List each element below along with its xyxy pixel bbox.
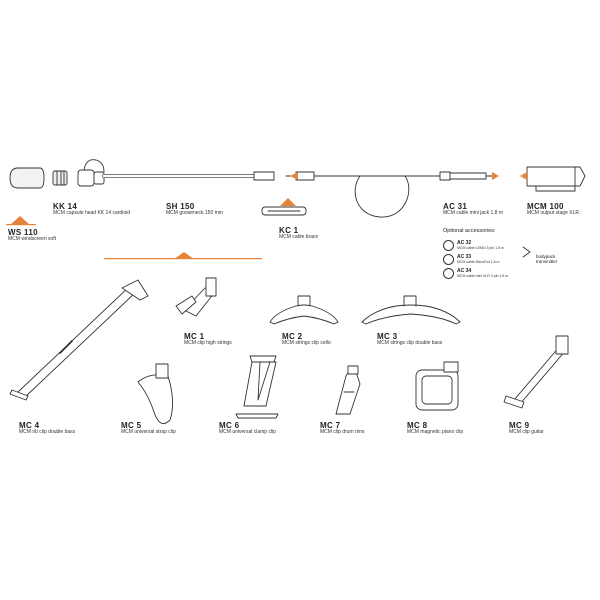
product-code: MC 1 <box>184 332 205 341</box>
bodypack-label: bodypack transmitter <box>536 254 557 265</box>
mc5-drawing <box>137 363 173 425</box>
mc4-drawing <box>9 279 149 401</box>
bodypack-line: transmitter <box>536 259 558 265</box>
connector-icon <box>443 268 454 279</box>
accessory-code: AC 34 <box>457 268 472 274</box>
accessory-code: AC 32 <box>457 240 472 246</box>
accessories-title: Optional accessories: <box>443 228 496 234</box>
cable-brace-drawing <box>261 206 307 216</box>
connector-icon <box>443 254 454 265</box>
product-desc: MCM output stage XLR <box>527 210 579 217</box>
product-code: MCM 100 <box>527 202 564 211</box>
mc1-drawing <box>175 277 217 317</box>
accessory-desc: MCM cable LEMO 3 pin 1.8 m <box>457 246 504 250</box>
product-code: KK 14 <box>53 202 78 211</box>
accessory-row: AC 32 MCM cable LEMO 3 pin 1.8 m <box>443 240 583 252</box>
product-desc: MCM universal clamp clip <box>219 429 276 436</box>
capsule-head-drawing <box>52 170 68 186</box>
optional-accessories: Optional accessories: AC 32 MCM cable LE… <box>443 228 593 279</box>
label-mc6: MC 6 MCM universal clamp clip <box>219 421 276 436</box>
accessory-row: AC 34 MCM cable mini XLR 4 pin 1.8 m <box>443 268 583 280</box>
product-desc: MCM clip drum rims <box>320 429 365 436</box>
label-mc1: MC 1 MCM clip high strings <box>184 332 232 347</box>
label-mc8: MC 8 MCM magnetic piano clip <box>407 421 463 436</box>
label-mc2: MC 2 MCM strings clip cello <box>282 332 331 347</box>
label-mc9: MC 9 MCM clip guitar <box>509 421 544 436</box>
label-mcm100: MCM 100 MCM output stage XLR <box>527 202 579 217</box>
product-code: MC 8 <box>407 421 428 430</box>
mc7-drawing <box>335 365 361 415</box>
product-desc: MCM universal strap clip <box>121 429 176 436</box>
product-code: AC 31 <box>443 202 468 211</box>
product-desc: MCM clip guitar <box>509 429 544 436</box>
label-kk14: KK 14 MCM capsule head KK 14 cardioid <box>53 202 130 217</box>
bodypack-drawing <box>522 246 531 258</box>
accessory-code: AC 33 <box>457 254 472 260</box>
mc2-drawing <box>269 295 339 325</box>
product-code: MC 5 <box>121 421 142 430</box>
product-desc: MCM clip high strings <box>184 340 232 347</box>
windscreen-drawing <box>9 167 45 189</box>
product-code: MC 7 <box>320 421 341 430</box>
accessory-desc: MCM cable MicroDot 1.8 m <box>457 260 500 264</box>
label-mc5: MC 5 MCM universal strap clip <box>121 421 176 436</box>
product-code: MC 9 <box>509 421 530 430</box>
label-mc4: MC 4 MCM rib clip double bass <box>19 421 75 436</box>
product-desc: MCM magnetic piano clip <box>407 429 464 436</box>
product-desc: MCM cable brace <box>279 234 319 241</box>
product-desc: MCM gooseneck 150 mm <box>166 210 223 217</box>
label-ac31: AC 31 MCM cable mini jack 1.8 m <box>443 202 503 217</box>
label-sh150: SH 150 MCM gooseneck 150 mm <box>166 202 223 217</box>
mc9-drawing <box>503 335 569 409</box>
label-ws110: WS 110 MCM windscreen soft <box>8 228 56 243</box>
bodypack-line: bodypack <box>536 254 556 259</box>
product-desc: MCM strings clip double bass <box>377 340 443 347</box>
mc3-drawing <box>361 295 461 325</box>
product-code: MC 4 <box>19 421 40 430</box>
capsule-mount-drawing <box>77 159 105 187</box>
accessory-row: AC 33 MCM cable MicroDot 1.8 m <box>443 254 583 266</box>
product-desc: MCM rib clip double bass <box>19 429 76 436</box>
gooseneck-drawing <box>102 171 275 181</box>
product-desc: MCM capsule head KK 14 cardioid <box>53 210 130 217</box>
product-code: WS 110 <box>8 228 38 237</box>
mc8-drawing <box>415 361 459 411</box>
product-code: MC 3 <box>377 332 398 341</box>
accent-markers <box>6 172 527 260</box>
output-stage-drawing <box>526 166 586 192</box>
product-code: MC 6 <box>219 421 240 430</box>
label-mc7: MC 7 MCM clip drum rims <box>320 421 364 436</box>
label-mc3: MC 3 MCM strings clip double bass <box>377 332 442 347</box>
product-code: MC 2 <box>282 332 303 341</box>
product-desc: MCM cable mini jack 1.8 m <box>443 210 504 217</box>
label-kc1: KC 1 MCM cable brace <box>279 226 318 241</box>
connector-icon <box>443 240 454 251</box>
product-desc: MCM windscreen soft <box>8 236 57 243</box>
accessory-desc: MCM cable mini XLR 4 pin 1.8 m <box>457 274 509 278</box>
product-desc: MCM strings clip cello <box>282 340 331 347</box>
product-code: SH 150 <box>166 202 195 211</box>
product-code: KC 1 <box>279 226 299 235</box>
mc6-drawing <box>235 355 279 419</box>
